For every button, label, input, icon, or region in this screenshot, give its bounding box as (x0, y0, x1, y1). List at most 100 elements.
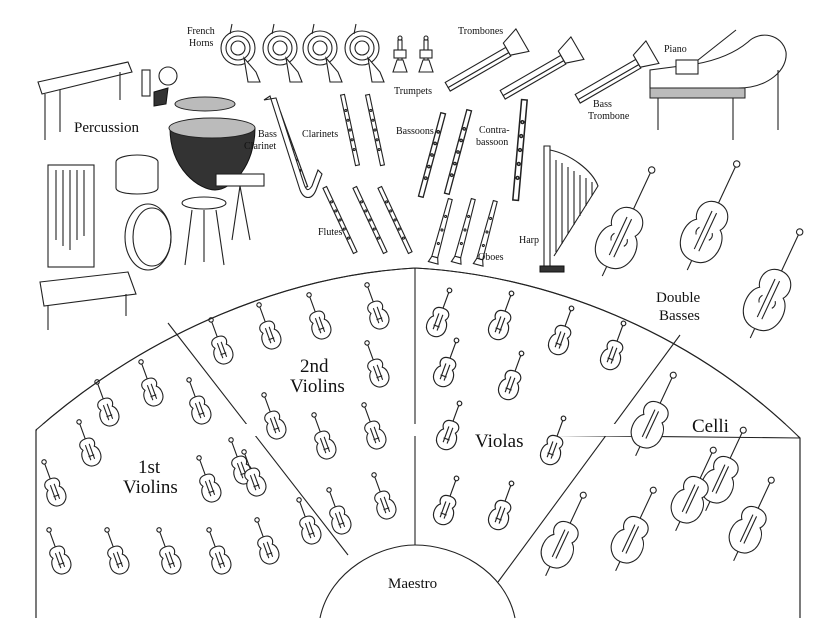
violin-icon (430, 334, 468, 391)
harp-label: Harp (519, 235, 539, 246)
clarinet-icon (263, 95, 323, 199)
drum-icon (158, 66, 178, 86)
oboes-label: Oboes (478, 252, 504, 263)
trumpet-icon (392, 35, 408, 73)
labels: French Horns Trumpets Trombones Bass Tro… (74, 26, 729, 592)
violin-icon (356, 279, 393, 333)
harp-icon (539, 145, 599, 273)
second-violins-label-line2: Violins (290, 376, 345, 397)
violin-icon (198, 524, 235, 578)
celli-section (530, 365, 788, 583)
drum-icon (153, 87, 169, 107)
drum-icon (141, 69, 151, 97)
marimba-icon (44, 72, 121, 140)
cello-icon (530, 485, 600, 583)
timpani-icon (168, 117, 256, 139)
clarinets-label: Clarinets (302, 129, 338, 140)
clarinet-icon (340, 93, 360, 167)
bassoons-label: Bassoons (396, 126, 434, 137)
double-bass-icon (668, 152, 757, 280)
wind-instruments (263, 93, 528, 267)
second-violins-label-line1: 2nd (300, 356, 329, 377)
trumpet-icon (418, 35, 434, 73)
violin-icon (148, 524, 185, 578)
french-horns-label-line1: French (187, 26, 215, 37)
violin-icon (246, 514, 283, 568)
violin-icon (597, 317, 635, 374)
bass-trombone-label-line1: Bass (593, 99, 612, 110)
timpani-icon (174, 96, 236, 112)
flutes-label: Flutes (318, 227, 343, 238)
double-bass-icon (731, 220, 820, 348)
bass-clarinet-label-line1: Bass (258, 129, 277, 140)
flute-icon (322, 185, 358, 255)
french-horn-icon (220, 23, 261, 83)
violin-icon (485, 287, 523, 344)
bass-clarinet-label-line2: Clarinet (244, 141, 276, 152)
trumpets-label: Trumpets (394, 86, 432, 97)
contrabassoon-label-line2: bassoon (476, 137, 508, 148)
percussion-label: Percussion (74, 120, 139, 136)
oboe-icon (450, 197, 479, 265)
maestro-label: Maestro (388, 576, 437, 592)
french-horns-label-line2: Horns (189, 38, 214, 49)
marimba-icon (39, 271, 137, 307)
trombone-icon (569, 40, 660, 108)
double-bass-icon (583, 158, 672, 286)
violin-icon (430, 472, 468, 529)
violin-icon (545, 302, 583, 359)
piano-icon (649, 29, 787, 140)
violin-icon (318, 484, 355, 538)
violin-icon (485, 477, 523, 534)
cello-icon (600, 480, 670, 578)
drum-icon (115, 162, 159, 195)
violin-icon (248, 299, 285, 353)
drum-icon (215, 173, 265, 187)
violin-icon (363, 469, 400, 523)
chimes-icon (47, 164, 95, 268)
oboe-icon (427, 197, 456, 265)
bass-trombone-label-line2: Trombone (588, 111, 630, 122)
violin-icon (33, 456, 70, 510)
trombones-label: Trombones (458, 26, 503, 37)
chimes-icon (55, 170, 85, 250)
violas-section (423, 284, 635, 534)
violin-icon (495, 347, 533, 404)
violin-icon (537, 412, 575, 469)
drum-icon (231, 185, 251, 241)
cello-icon (620, 365, 690, 463)
french-horn-icon (262, 23, 303, 83)
drum-icon (132, 207, 172, 267)
clarinet-icon (365, 93, 385, 167)
violin-icon (96, 524, 133, 578)
first-violins-section (33, 356, 325, 578)
first-violins-label-line2: Violins (123, 477, 178, 498)
celli-label: Celli (692, 416, 729, 437)
violin-icon (200, 314, 237, 368)
violin-icon (423, 284, 461, 341)
violin-icon (86, 376, 123, 430)
marimba-icon (47, 294, 127, 330)
violin-icon (178, 374, 215, 428)
contrabassoon-label-line1: Contra- (479, 125, 510, 136)
french-horn-icon (344, 23, 385, 83)
piano-label: Piano (664, 44, 687, 55)
bassoon-icon (512, 98, 528, 202)
violin-icon (130, 356, 167, 410)
violin-icon (298, 289, 335, 343)
drum-icon (181, 196, 227, 210)
brass-instruments (220, 23, 660, 108)
marimba-icon (37, 61, 133, 95)
bassoon-icon (443, 108, 473, 196)
first-violins-label-line1: 1st (138, 457, 161, 478)
violin-icon (38, 524, 75, 578)
violas-label: Violas (475, 431, 523, 452)
double-basses-label-line1: Double (656, 290, 701, 306)
percussion-instruments (37, 61, 265, 330)
french-horn-icon (302, 23, 343, 83)
violin-icon (356, 337, 393, 391)
double-basses-label-line2: Basses (659, 308, 700, 324)
drum-icon (184, 209, 225, 266)
